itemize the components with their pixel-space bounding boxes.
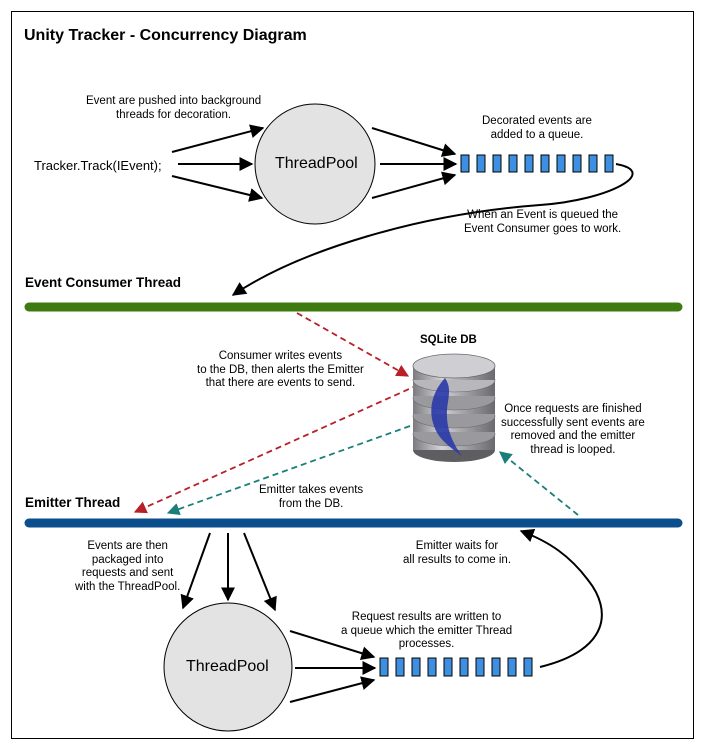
push-note-line: Event are pushed into background	[86, 95, 262, 107]
bottom-result-queue	[379, 657, 533, 677]
remove-note-line: thread is looped.	[530, 443, 616, 456]
event-consumer-thread-label: Event Consumer Thread	[25, 275, 182, 290]
queue-cell	[491, 657, 501, 677]
top-threadpool-circle	[254, 103, 376, 225]
queue-cell	[427, 657, 437, 677]
consumer-to-db-arrow	[296, 312, 410, 377]
write-note: Consumer writes events to the DB, then a…	[197, 350, 364, 391]
remove-note-line: removed and the emitter	[510, 430, 636, 442]
queue-cell	[540, 154, 550, 173]
results-note-line: a queue which the emitter Thread	[341, 624, 513, 637]
consumer-note-line: When an Event is queued the	[467, 209, 619, 221]
results-note: Request results are written to a queue w…	[341, 611, 512, 652]
queue-cell	[460, 154, 470, 173]
bottom-threadpool-label: ThreadPool	[186, 658, 269, 675]
queue-cell	[459, 657, 469, 677]
results-note-line: Request results are written to	[351, 611, 502, 623]
sqlite-db-label: SQLite DB	[420, 334, 477, 346]
top-event-queue	[460, 154, 614, 173]
queue-cell	[395, 657, 405, 677]
queue-cell	[524, 154, 534, 173]
diagram-title: Unity Tracker - Concurrency Diagram	[24, 27, 307, 44]
take-note-line: from the DB.	[278, 497, 344, 510]
queue-cell	[507, 657, 517, 677]
write-note-line: to the DB, then alerts the Emitter	[197, 363, 364, 376]
remove-note-line: Once requests are finished	[504, 403, 642, 415]
db-alert-emitter-arrow	[133, 384, 419, 514]
wait-note-line: all results to come in.	[403, 553, 512, 566]
emitter-thread-label: Emitter Thread	[25, 495, 121, 510]
queue-cell	[476, 154, 486, 173]
write-note-line: that there are events to send.	[205, 377, 356, 389]
queue-cell	[556, 154, 566, 173]
track-arrow-lower	[171, 175, 264, 202]
remove-note-line: successfully sent events are	[501, 416, 645, 429]
queue-cell	[523, 657, 533, 677]
take-note-line: Emitter takes events	[259, 484, 364, 496]
queue-cell	[604, 154, 614, 173]
write-note-line: Consumer writes events	[218, 350, 343, 362]
queue-cell	[492, 154, 502, 173]
sqlite-db-icon	[412, 353, 496, 462]
remove-note: Once requests are finished successfully …	[501, 403, 645, 457]
emitter-pool-arrow-right	[243, 532, 277, 612]
package-note-line: requests and sent	[81, 567, 174, 579]
bottom-pool-queue-arrow-lower	[289, 676, 376, 703]
queue-cell	[379, 657, 389, 677]
tracker-track-call: Tracker.Track(IEvent);	[34, 158, 162, 173]
package-note-line: Events are then	[87, 540, 168, 552]
queue-cell	[572, 154, 582, 173]
take-note: Emitter takes events from the DB.	[259, 484, 363, 511]
track-arrow-upper	[171, 124, 265, 153]
consumer-note-line: Event Consumer goes to work.	[464, 222, 622, 235]
emitter-pool-arrow-left	[180, 532, 211, 610]
pool-queue-arrow-lower	[371, 171, 457, 199]
results-loop-curve	[519, 528, 603, 668]
queue-cell	[588, 154, 598, 173]
queue-cell	[411, 657, 421, 677]
queue-note: Decorated events are added to a queue.	[482, 115, 592, 142]
bottom-threadpool-circle	[163, 602, 293, 732]
bottom-pool-queue-arrow-upper	[289, 630, 376, 660]
push-note-line: threads for decoration.	[116, 108, 232, 121]
results-note-line: processes.	[398, 638, 455, 650]
queue-to-consumer-curve	[231, 163, 634, 296]
diagram-frame	[11, 11, 694, 739]
package-note-line: packaged into	[91, 553, 164, 566]
package-note: Events are then packaged into requests a…	[75, 540, 180, 594]
pool-queue-arrow-upper	[371, 127, 457, 157]
push-note: Event are pushed into background threads…	[86, 95, 261, 122]
db-take-events-arrow	[166, 425, 411, 516]
queue-note-line: Decorated events are	[482, 115, 592, 127]
queue-note-line: added to a queue.	[490, 128, 584, 141]
queue-cell	[475, 657, 485, 677]
queue-cell	[443, 657, 453, 677]
wait-note: Emitter waits for all results to come in…	[403, 540, 511, 567]
queue-cell	[508, 154, 518, 173]
emitter-to-db-loop-arrow	[499, 451, 579, 516]
package-note-line: with the ThreadPool.	[75, 580, 181, 593]
top-threadpool-label: ThreadPool	[275, 155, 358, 172]
consumer-note: When an Event is queued the Event Consum…	[464, 209, 621, 236]
wait-note-line: Emitter waits for	[415, 540, 499, 552]
